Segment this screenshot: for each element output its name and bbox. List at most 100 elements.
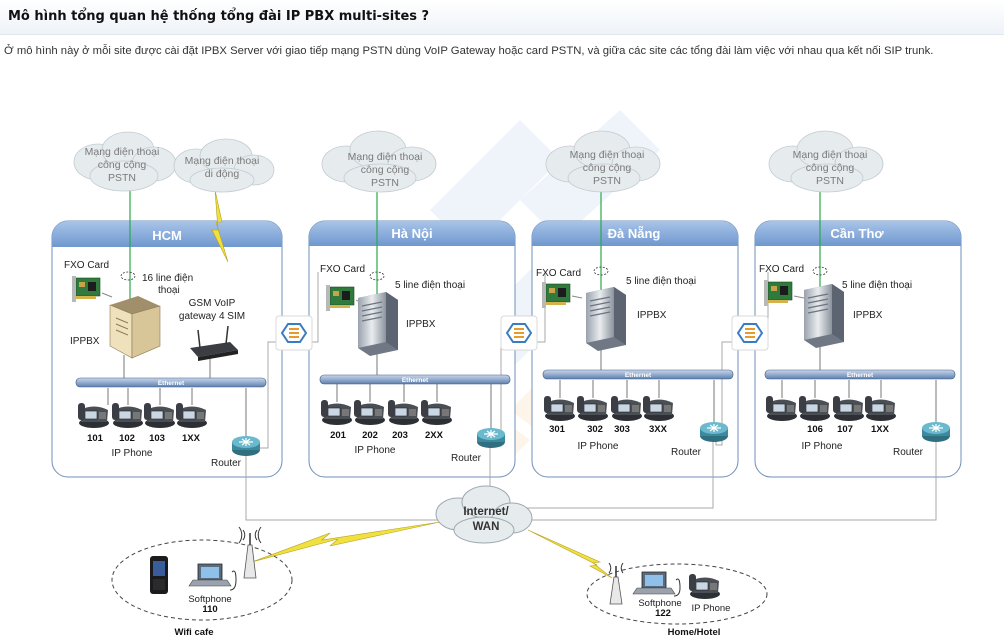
- cloud-text: PSTN: [593, 175, 621, 187]
- extension-label: 303: [614, 424, 630, 435]
- laptop-icon: [188, 563, 232, 587]
- extension-label: 1XX: [871, 424, 890, 435]
- pbx-server-icon: [109, 296, 161, 359]
- fxo-label: FXO Card: [759, 264, 804, 275]
- cloud-text: Mạng điện thoại: [793, 149, 868, 161]
- ip-phone-icon: [688, 573, 721, 600]
- cloud-text: PSTN: [108, 172, 136, 184]
- extension-label: 201: [330, 430, 347, 441]
- gsm-label: GSM VoIP: [189, 298, 236, 309]
- router-label: Router: [671, 447, 702, 458]
- gsm-label: gateway 4 SIM: [179, 311, 245, 322]
- router-label: Router: [451, 453, 482, 464]
- cloud-text: công cộng: [361, 164, 410, 176]
- router-icon: [231, 435, 261, 457]
- site-hcm: HCM: [51, 220, 283, 478]
- cloud-text: PSTN: [816, 175, 844, 187]
- cloud-text: di động: [205, 168, 240, 180]
- smartphone-icon: [150, 556, 168, 594]
- ethernet-label: Ethernet: [847, 372, 874, 379]
- extension-label: 2XX: [425, 430, 444, 441]
- ip-phone-label: IP Phone: [802, 441, 843, 452]
- pbx-label: IPPBX: [406, 319, 436, 330]
- cloud-text: Mạng điện thoại: [85, 146, 160, 158]
- cloud-danang-pstn: Mạng điện thoại công cộng PSTN: [545, 130, 661, 193]
- cloud-text: Mạng điện thoại: [570, 149, 645, 161]
- ip-phone-label: IP Phone: [578, 441, 619, 452]
- cloud-cantho-pstn: Mạng điện thoại công cộng PSTN: [768, 130, 884, 193]
- ethernet-bar: Ethernet: [319, 374, 511, 385]
- fxo-card-icon: [325, 284, 355, 312]
- cloud-hcm-mobile: Mạng điện thoại di động: [173, 138, 275, 193]
- sip-trunk-logo-icon: [275, 315, 313, 351]
- extension-label: 301: [549, 424, 566, 435]
- ip-phone-label: IP Phone: [355, 445, 396, 456]
- pstn-lines: [129, 188, 821, 320]
- server-links: [107, 340, 937, 440]
- softphone-label: Softphone: [638, 598, 681, 609]
- ethernet-label: Ethernet: [158, 380, 185, 387]
- router-label: Router: [893, 447, 924, 458]
- router-icon: [921, 421, 951, 443]
- extension-label: 107: [837, 424, 853, 435]
- site-danang-name: Đà Nẵng: [608, 226, 661, 241]
- pbx-server-icon: [585, 286, 627, 352]
- cloud-hanoi-pstn: Mạng điện thoại công cộng PSTN: [321, 130, 437, 193]
- router-icon: [476, 427, 506, 449]
- ethernet-bar: Ethernet: [542, 369, 734, 380]
- extension-label: 1XX: [182, 433, 201, 444]
- ip-phone-label: IP Phone: [692, 603, 731, 614]
- ethernet-bar: Ethernet: [75, 377, 267, 388]
- cloud-text: công cộng: [806, 162, 855, 174]
- wifi-access-point-icon: [608, 562, 624, 605]
- site-cantho-name: Cần Thơ: [830, 226, 884, 241]
- fxo-card-icon: [71, 275, 101, 303]
- page-title: Mô hình tổng quan hệ thống tổng đài IP P…: [8, 9, 430, 24]
- extension-label: 103: [149, 433, 165, 444]
- cloud-text: công cộng: [583, 162, 632, 174]
- lines-label: thoại: [158, 285, 180, 296]
- extension-label: 122: [655, 608, 671, 619]
- fxo-card-icon: [541, 281, 571, 309]
- cloud-text: công cộng: [98, 159, 147, 171]
- extension-label: 302: [587, 424, 603, 435]
- pbx-label: IPPBX: [637, 310, 667, 321]
- extension-label: 202: [362, 430, 378, 441]
- router-label: Router: [211, 458, 242, 469]
- cloud-internet: Internet/ WAN: [435, 485, 533, 544]
- softphone-label: Softphone: [188, 594, 231, 605]
- cloud-text: Internet/: [463, 506, 509, 518]
- sip-trunk-logo-icon: [731, 315, 769, 351]
- ip-phone-label: IP Phone: [112, 448, 153, 459]
- remote-home-hotel: Softphone 122 IP Phone Home/Hotel: [586, 562, 768, 638]
- cloud-text: PSTN: [371, 177, 399, 189]
- cloud-text: WAN: [473, 521, 500, 533]
- extension-label: 102: [119, 433, 135, 444]
- hanoi-content: FXO Card 5 line điện thoại IPPBX Etherne…: [319, 264, 511, 464]
- location-label: Home/Hotel: [668, 627, 721, 638]
- fxo-label: FXO Card: [64, 260, 109, 271]
- cloud-hcm-pstn: Mạng điện thoại công cộng PSTN: [73, 131, 177, 192]
- router-icon: [699, 421, 729, 443]
- fxo-label: FXO Card: [536, 268, 581, 279]
- lines-label: 16 line điện: [142, 273, 193, 284]
- laptop-icon: [632, 571, 676, 595]
- ethernet-bar: Ethernet: [764, 369, 956, 380]
- extension-label: 3XX: [649, 424, 668, 435]
- gsm-gateway-icon: [190, 325, 238, 361]
- fxo-label: FXO Card: [320, 264, 365, 275]
- site-hanoi-name: Hà Nội: [391, 226, 432, 241]
- sip-trunk-logo-icon: [500, 315, 538, 351]
- danang-content: FXO Card 5 line điện thoại IPPBX Etherne…: [536, 266, 734, 458]
- ethernet-label: Ethernet: [402, 377, 429, 384]
- lines-label: 5 line điện thoại: [626, 276, 696, 287]
- remote-wifi-cafe: Softphone 110 Wifi cafe: [111, 526, 293, 638]
- extension-label: 110: [202, 604, 217, 615]
- title-bar: Mô hình tổng quan hệ thống tổng đài IP P…: [0, 0, 1004, 35]
- extension-label: 203: [392, 430, 408, 441]
- hcm-content: FXO Card 16 line điện thoại IPPBX GSM Vo…: [64, 260, 267, 469]
- wifi-access-point-icon: [238, 526, 262, 579]
- ethernet-label: Ethernet: [625, 372, 652, 379]
- pbx-label: IPPBX: [70, 336, 100, 347]
